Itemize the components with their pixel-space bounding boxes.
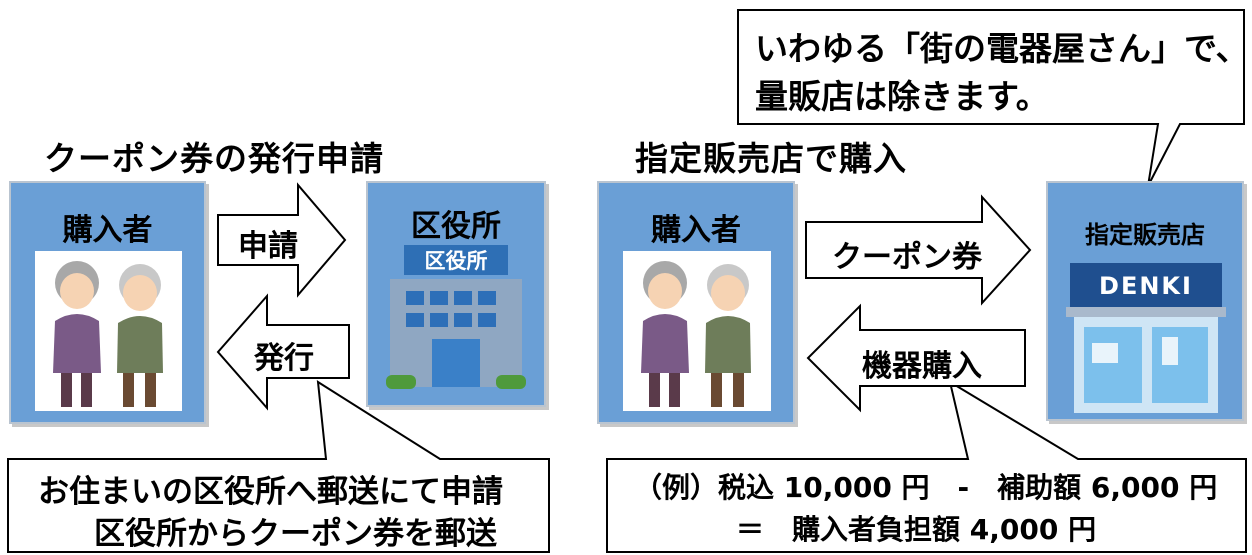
left-section-title: クーポン券の発行申請	[44, 139, 384, 178]
office-label: 区役所	[411, 209, 501, 244]
top-note-callout	[737, 9, 1245, 187]
coupon-arrow	[805, 194, 1032, 306]
example-line2: ＝ 購入者負担額 4,000 円	[736, 513, 1097, 546]
purchase-arrow-label: 機器購入	[862, 349, 982, 384]
left-buyer-label: 購入者	[62, 213, 153, 248]
office-card: 区役所 区役所	[366, 181, 546, 407]
shop-card: 指定販売店 DENKI	[1046, 181, 1244, 421]
apply-arrow	[217, 182, 347, 298]
top-note-line1: いわゆる「街の電器屋さん」で、	[755, 29, 1249, 68]
right-buyer-label: 購入者	[651, 213, 741, 248]
coupon-arrow-label: クーポン券	[832, 240, 982, 275]
example-line1: （例）税込 10,000 円 - 補助額 6,000 円	[634, 471, 1218, 504]
issue-arrow	[216, 293, 350, 411]
apply-arrow-label: 申請	[238, 229, 298, 264]
left-note-line2: 区役所からクーポン券を郵送	[94, 516, 497, 552]
right-buyer-illustration	[623, 251, 771, 411]
city-office-building-icon: 区役所	[386, 245, 526, 389]
top-note-line2: 量販店は除きます。	[755, 77, 1049, 116]
right-buyer-card: 購入者	[597, 181, 795, 424]
office-sign-text: 区役所	[425, 249, 488, 273]
left-buyer-card: 購入者	[9, 181, 206, 424]
right-section-title: 指定販売店で購入	[635, 139, 907, 178]
electronics-shop-icon: DENKI	[1066, 263, 1226, 413]
shop-label: 指定販売店	[1085, 221, 1205, 249]
purchase-arrow	[806, 303, 1026, 413]
right-note-callout	[606, 379, 1247, 553]
left-note-line1: お住まいの区役所へ郵送にて申請	[38, 474, 503, 510]
left-note-callout	[7, 380, 550, 553]
left-buyer-illustration	[35, 251, 182, 411]
shop-sign-text: DENKI	[1099, 272, 1193, 300]
elderly-couple-icon-2	[641, 261, 751, 407]
elderly-couple-icon	[53, 261, 163, 407]
issue-arrow-label: 発行	[254, 341, 314, 376]
